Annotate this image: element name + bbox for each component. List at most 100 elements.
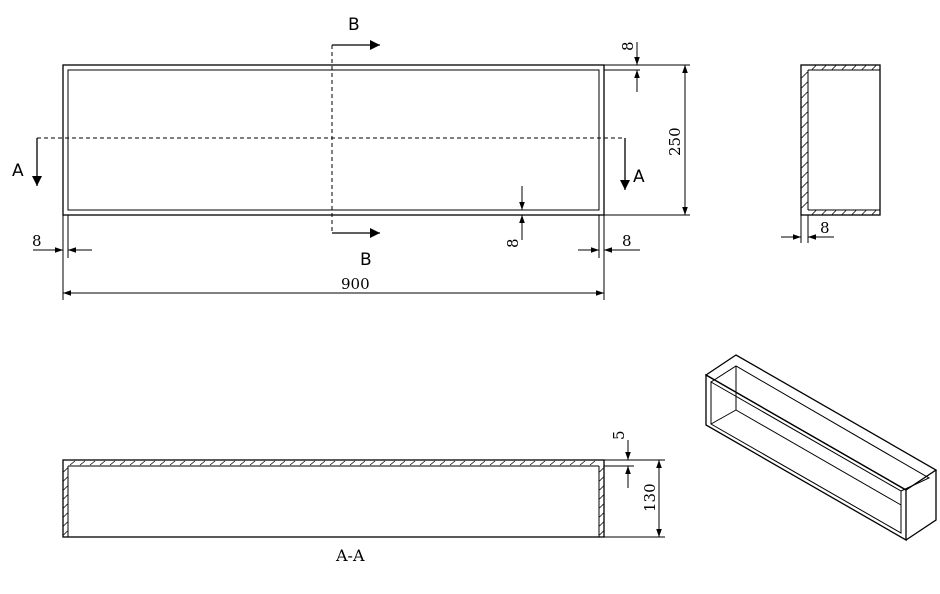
hatch-line bbox=[599, 530, 604, 536]
hatch-line bbox=[63, 476, 68, 482]
hatch-line bbox=[801, 101, 808, 109]
dim-top-thickness-label: 8 bbox=[619, 41, 637, 51]
hatch-line bbox=[599, 494, 604, 500]
hatch-line bbox=[449, 460, 456, 466]
hatch-line bbox=[399, 460, 406, 466]
hatch-line bbox=[801, 71, 808, 79]
hatch-line bbox=[499, 460, 506, 466]
hatch-line bbox=[109, 460, 116, 466]
hatch-line bbox=[299, 460, 306, 466]
hatch-line bbox=[249, 460, 256, 466]
hatch-line bbox=[179, 460, 186, 466]
hatch-line bbox=[821, 65, 827, 70]
hatch-line bbox=[63, 485, 68, 491]
hatch-line bbox=[529, 460, 536, 466]
dim-left-wall-label: 8 bbox=[32, 232, 42, 250]
hatch-line bbox=[379, 460, 386, 466]
hatch-line bbox=[801, 151, 808, 159]
hatch-line bbox=[599, 503, 604, 509]
hatch-line bbox=[239, 460, 246, 466]
hatch-line bbox=[99, 460, 106, 466]
hatch-line bbox=[801, 111, 808, 119]
dim-inner-bottom-label: 8 bbox=[504, 238, 522, 248]
hatch-line bbox=[229, 460, 236, 466]
side-section-view bbox=[800, 64, 881, 216]
hatch-line bbox=[801, 171, 808, 179]
hatch-line bbox=[559, 460, 566, 466]
hatch-line bbox=[409, 460, 416, 466]
hatch-line bbox=[569, 460, 576, 466]
hatch-line bbox=[801, 141, 808, 149]
hatch-line bbox=[119, 460, 126, 466]
hatch-line bbox=[359, 460, 366, 466]
hatch-line bbox=[539, 460, 546, 466]
isometric-view bbox=[704, 354, 938, 542]
hatch-line bbox=[149, 460, 156, 466]
dim-section-top-label: 5 bbox=[610, 430, 628, 440]
hatch-line bbox=[861, 65, 867, 70]
section-a-label-right: A bbox=[633, 167, 645, 187]
hatch-line bbox=[549, 460, 556, 466]
hatch-line bbox=[159, 460, 166, 466]
hatch-line bbox=[801, 161, 808, 169]
dim-height bbox=[604, 65, 690, 216]
hatch-line bbox=[63, 494, 68, 500]
section-a-a-caption: A-A bbox=[335, 546, 365, 565]
dim-right-wall bbox=[578, 215, 640, 300]
hatch-line bbox=[369, 460, 376, 466]
hatch-line bbox=[599, 467, 604, 473]
hatch-line bbox=[801, 201, 808, 209]
hatch-line bbox=[841, 210, 847, 215]
hatch-line bbox=[861, 210, 867, 215]
hatch-line bbox=[289, 460, 296, 466]
hatch-line bbox=[329, 460, 336, 466]
hatch-line bbox=[209, 460, 216, 466]
hatch-line bbox=[841, 65, 847, 70]
hatch-line bbox=[801, 131, 808, 139]
hatch-line bbox=[389, 460, 396, 466]
hatch-line bbox=[439, 460, 446, 466]
hatch-line bbox=[63, 512, 68, 518]
hatch-line bbox=[339, 460, 346, 466]
hatch-line bbox=[279, 460, 286, 466]
hatch-line bbox=[831, 210, 837, 215]
section-a-a-view bbox=[62, 459, 605, 538]
hatch-line bbox=[599, 485, 604, 491]
hatch-line bbox=[139, 460, 146, 466]
side-hatch bbox=[801, 65, 877, 215]
hatch-line bbox=[63, 530, 68, 536]
hatch-line bbox=[801, 121, 808, 129]
hatch-line bbox=[269, 460, 276, 466]
hatch-line bbox=[63, 521, 68, 527]
dim-section-top bbox=[604, 440, 665, 488]
hatch-line bbox=[479, 460, 486, 466]
hatch-line bbox=[63, 467, 68, 473]
hatch-line bbox=[199, 460, 206, 466]
hatch-line bbox=[821, 210, 827, 215]
hatch-line bbox=[429, 460, 436, 466]
hatch-line bbox=[79, 460, 86, 466]
hatch-line bbox=[309, 460, 316, 466]
hatch-line bbox=[319, 460, 326, 466]
hatch-line bbox=[169, 460, 176, 466]
hatch-line bbox=[349, 460, 356, 466]
hatch-line bbox=[871, 65, 877, 70]
hatch-line bbox=[599, 476, 604, 482]
hatch-line bbox=[579, 460, 586, 466]
hatch-line bbox=[89, 460, 96, 466]
hatch-line bbox=[811, 65, 817, 70]
hatch-line bbox=[801, 191, 808, 199]
hatch-line bbox=[801, 181, 808, 189]
section-b-label-top: B bbox=[348, 15, 360, 35]
hatch-line bbox=[63, 503, 68, 509]
section-a-label-left: A bbox=[12, 161, 24, 181]
section-b-label-bottom: B bbox=[360, 250, 372, 270]
hatch-line bbox=[599, 521, 604, 527]
hatch-line bbox=[801, 91, 808, 99]
dim-section-height-label: 130 bbox=[641, 483, 659, 512]
dim-side-wall bbox=[781, 215, 834, 243]
hatch-line bbox=[871, 210, 877, 215]
front-view bbox=[37, 45, 625, 233]
hatch-line bbox=[459, 460, 466, 466]
